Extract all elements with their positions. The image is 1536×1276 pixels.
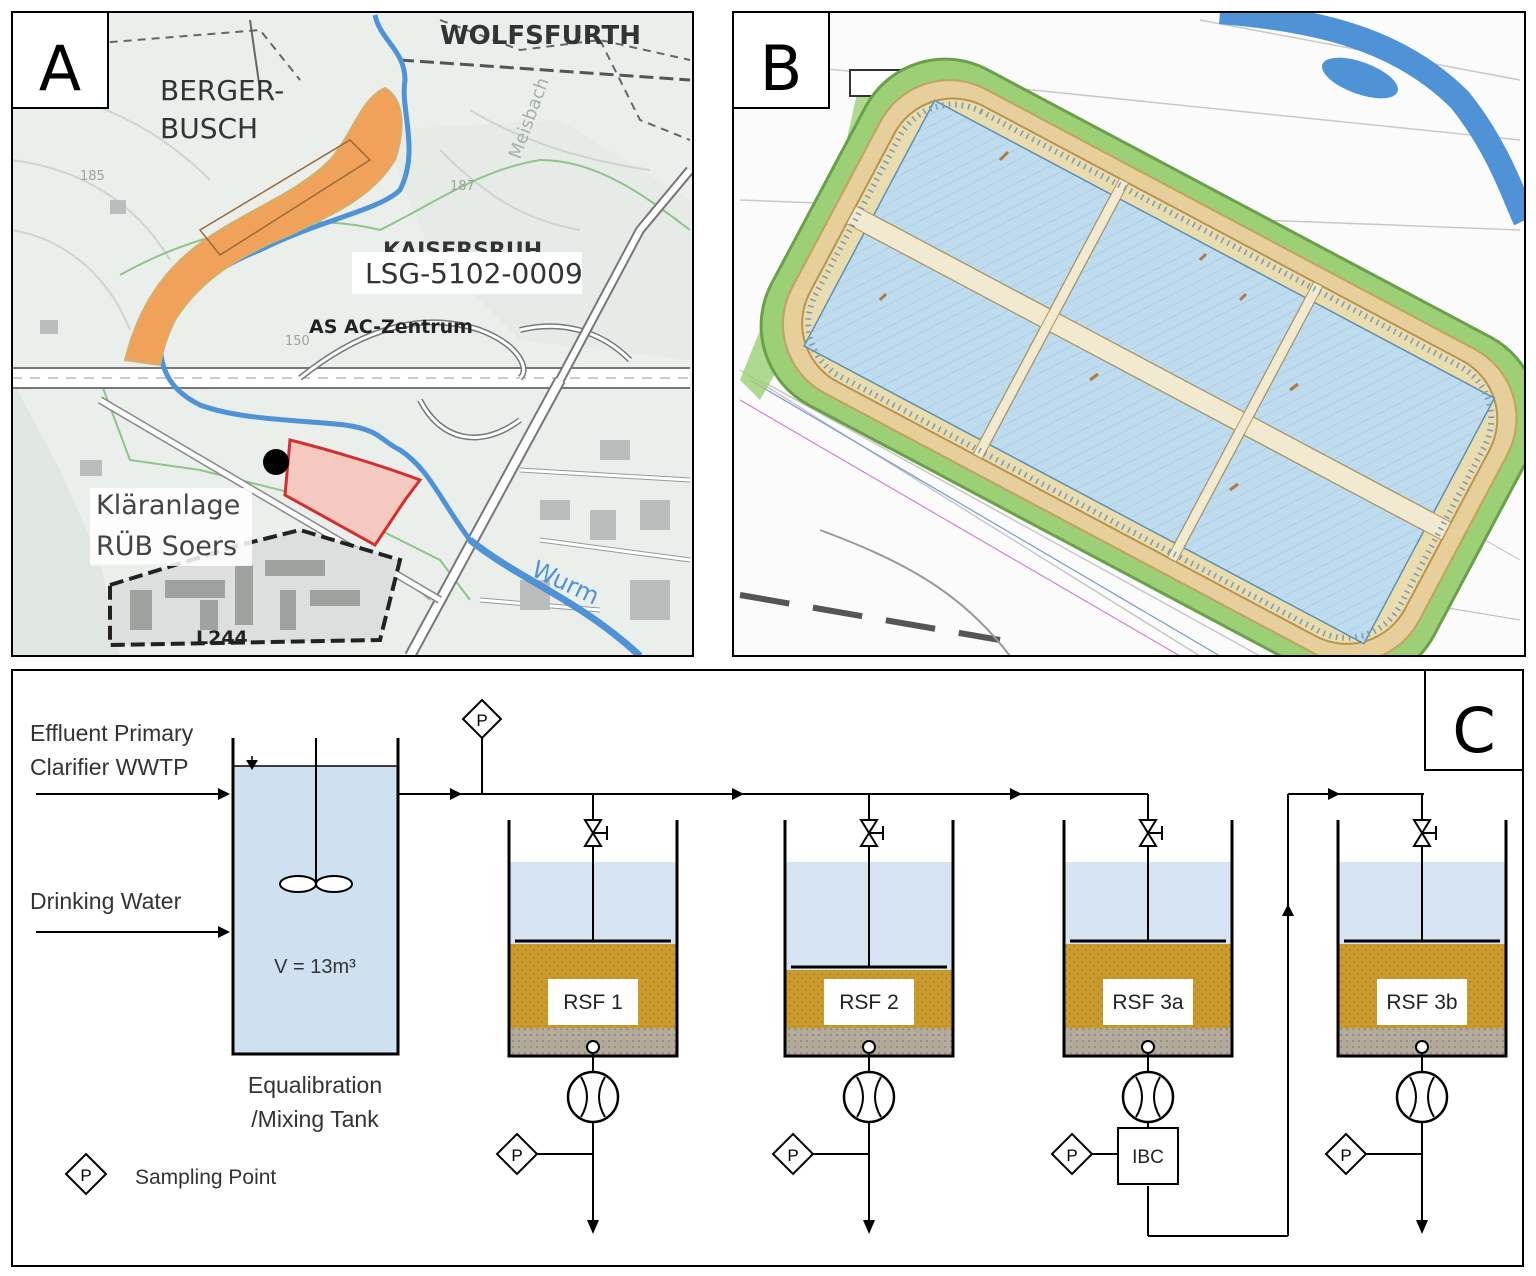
valve-icon — [583, 819, 608, 847]
panel-b-letter: B — [760, 32, 803, 105]
legend-sampling-point: P Sampling Point — [64, 1152, 276, 1196]
valve-icon — [1412, 819, 1437, 847]
filter-label-box — [1103, 979, 1193, 1025]
outflow-arrow — [863, 1220, 875, 1234]
feed-header-line — [398, 788, 1148, 800]
ibc-container — [1117, 1127, 1179, 1185]
filter-label-box — [548, 979, 638, 1025]
outlet-nozzle — [1141, 1040, 1155, 1054]
legend-sampling-icon — [64, 1152, 108, 1196]
outflow-arrow — [1416, 1220, 1428, 1234]
panel-a-letter: A — [39, 32, 81, 105]
svg-text:P: P — [476, 711, 487, 730]
map-label-as: AS AC-Zentrum — [309, 316, 473, 338]
panel-b-label-box — [732, 11, 830, 109]
filter-label: RSF 2 — [839, 991, 899, 1014]
inlet-arrow-effluent — [36, 788, 230, 800]
filter-label-box — [1377, 979, 1467, 1025]
svg-text:P: P — [1066, 1146, 1077, 1165]
sampling-point-icon: P — [771, 1132, 815, 1176]
flow-meter-icon — [842, 1070, 896, 1124]
panel-c-letter: C — [1452, 694, 1495, 767]
filter-unit: RSF 1 P — [495, 794, 679, 1234]
stirrer-icon — [279, 875, 317, 893]
tank-label-1: Equalibration — [248, 1072, 382, 1098]
filter-label: RSF 3b — [1386, 991, 1457, 1014]
outlet-nozzle — [586, 1040, 600, 1054]
panel-a-label-box — [11, 11, 109, 109]
filter-label-box — [824, 979, 914, 1025]
inlet-label-1a: Effluent Primary — [30, 720, 194, 746]
map-label-wolfsfurth: WOLFSFURTH — [440, 21, 641, 51]
inlet-label-1b: Clarifier WWTP — [30, 754, 188, 780]
inlet-arrow-drinking-water — [36, 926, 230, 938]
flow-meter-icon — [1395, 1070, 1449, 1124]
mixing-tank: V = 13m³ — [231, 738, 400, 1056]
filter-group: RSF 1 P RSF 2 P RSF 3a P IBC RSF 3b P — [495, 794, 1508, 1234]
panel-c-process: C Effluent Primary Clarifier WWTP Drinki… — [11, 669, 1524, 1267]
filter-unit: RSF 3b P — [1324, 794, 1508, 1234]
outflow-arrow — [587, 1220, 599, 1234]
level-indicator-icon — [246, 760, 258, 770]
ibc-label: IBC — [1132, 1147, 1164, 1168]
valve-icon — [859, 819, 884, 847]
map-label-lsg: LSG-5102-0009 — [365, 257, 583, 290]
panel-c-label-box — [1424, 669, 1524, 771]
sampling-point-icon: P — [1324, 1132, 1368, 1176]
flow-meter-icon — [566, 1070, 620, 1124]
ibc-connection — [1147, 788, 1424, 1237]
valve-icon — [1138, 819, 1163, 847]
svg-text:P: P — [1340, 1146, 1351, 1165]
svg-text:P: P — [511, 1146, 522, 1165]
tank-volume: V = 13m³ — [274, 956, 356, 978]
sampling-point-icon: P — [1050, 1132, 1094, 1176]
outlet-nozzle — [1415, 1040, 1429, 1054]
legend-sampling-label: Sampling Point — [135, 1166, 276, 1189]
outlet-nozzle — [862, 1040, 876, 1054]
panel-b-site-plan: B — [732, 11, 1526, 657]
svg-text:P: P — [787, 1146, 798, 1165]
map-label-klaer-2: RÜB Soers — [96, 530, 237, 562]
map-contour-3: 150 — [285, 334, 310, 349]
map-label-berger-1: BERGER- — [160, 74, 284, 107]
svg-text:P: P — [80, 1166, 91, 1185]
map-label-berger-2: BUSCH — [160, 112, 258, 145]
filter-unit: RSF 3a P IBC — [1050, 794, 1234, 1185]
sampling-point-icon: P — [461, 698, 503, 740]
filter-label: RSF 1 — [563, 991, 623, 1014]
inlet-label-2: Drinking Water — [30, 888, 182, 914]
lsg-label-box — [352, 252, 582, 294]
filter-label: RSF 3a — [1112, 991, 1184, 1014]
filter-unit: RSF 2 P — [771, 794, 955, 1234]
tank-label-2: /Mixing Tank — [251, 1106, 379, 1132]
panel-a-map: WOLFSFURTH BERGER- BUSCH KAISERSRUH LSG-… — [11, 11, 694, 657]
map-contour-1: 185 — [80, 169, 105, 184]
map-contour-2: 187 — [450, 179, 475, 194]
sampling-point-icon: P — [495, 1132, 539, 1176]
map-label-road: L244 — [196, 627, 248, 649]
map-label-klaer-1: Kläranlage — [96, 490, 240, 521]
klaer-label-box — [90, 488, 252, 566]
flow-meter-icon — [1121, 1070, 1175, 1124]
